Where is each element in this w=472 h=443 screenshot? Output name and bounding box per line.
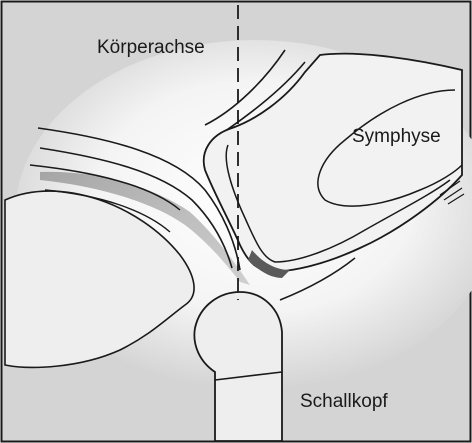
probe-label: Schallkopf	[300, 392, 388, 411]
body-axis-label: Körperachse	[97, 38, 205, 57]
symphysis-label: Symphyse	[352, 127, 441, 146]
